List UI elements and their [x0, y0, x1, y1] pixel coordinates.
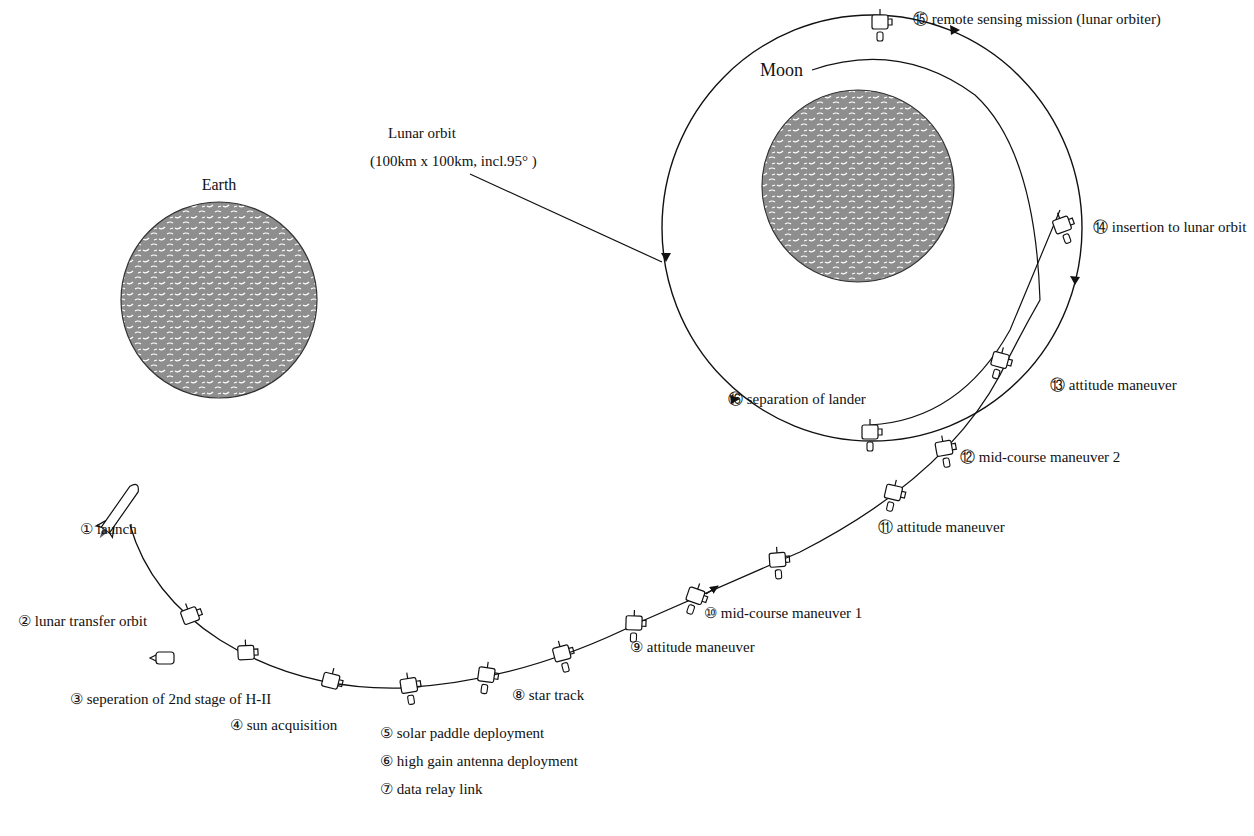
step-label: ⑮ remote sensing mission (lunar orbiter): [913, 10, 1161, 28]
direction-arrow: [706, 586, 718, 594]
step-label: ⑨ attitude maneuver: [630, 638, 755, 656]
spacecraft: [1050, 209, 1080, 246]
celestial-body: Moon: [752, 56, 962, 292]
celestial-body: Earth: [118, 176, 320, 402]
body-name: Earth: [118, 176, 320, 194]
spacecraft: [321, 666, 345, 690]
spacecraft: [881, 478, 908, 514]
step-label: ② lunar transfer orbit: [18, 612, 147, 630]
spacecraft: [872, 9, 892, 41]
step-label: ⑬ attitude maneuver: [1050, 376, 1177, 394]
lunar-orbit: [662, 15, 1082, 441]
step-label: ⑪ attitude maneuver: [878, 518, 1005, 536]
orbit-arrows: [661, 25, 1080, 404]
spacecraft: [862, 419, 882, 451]
step-label: ⑦ data relay link: [380, 780, 483, 798]
step-label: ⑯ separation of lander: [728, 390, 866, 408]
step-label: ⑧ star track: [512, 686, 584, 704]
step-label: ⑤ solar paddle deployment: [380, 724, 544, 742]
orbit-label: (100km x 100km, incl.95° ): [370, 152, 537, 170]
body-disc: [118, 176, 320, 402]
second-stage: [150, 652, 174, 664]
spacecraft: [476, 661, 500, 695]
step-label: ⑥ high gain antenna deployment: [380, 752, 578, 770]
body-disc: [752, 56, 962, 292]
spacecraft: [934, 433, 959, 468]
body-name: Moon: [752, 56, 962, 81]
spacecraft: [625, 610, 646, 643]
step-label: ⑭ insertion to lunar orbit: [1093, 218, 1246, 236]
spacecraft: [551, 638, 579, 674]
step-label: ④ sun acquisition: [230, 716, 337, 734]
step-label: ① launch: [80, 520, 137, 538]
step-label: ⑩ mid-course maneuver 1: [704, 604, 862, 622]
spacecraft: [987, 345, 1015, 381]
spacecraft: [399, 671, 424, 706]
step-label: ⑫ mid-course maneuver 2: [960, 448, 1120, 466]
orbit-label: Lunar orbit: [388, 124, 456, 142]
spacecraft: [178, 599, 204, 625]
leader-line: [470, 174, 662, 262]
spacecraft: [769, 546, 791, 579]
step-label: ③ seperation of 2nd stage of H-II: [70, 690, 271, 708]
spacecraft: [237, 639, 258, 660]
